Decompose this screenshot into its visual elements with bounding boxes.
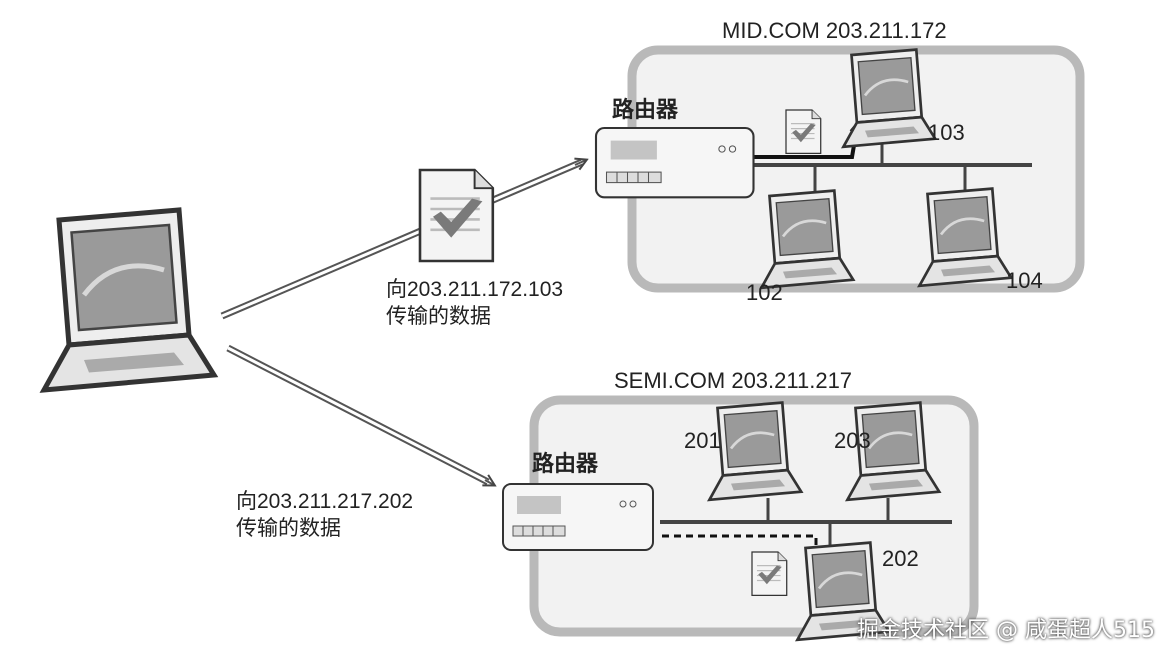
mid-host-104-label: 104 <box>1006 268 1043 293</box>
data-packet-icon <box>418 168 495 263</box>
mid-host-102-label: 102 <box>746 280 783 305</box>
watermark: 掘金技术社区 @ 咸蛋超人515 <box>857 618 1155 643</box>
packet-to-mid-label: 向203.211.172.103 传输的数据 <box>386 276 563 330</box>
packet-to-mid-line2: 传输的数据 <box>386 305 491 328</box>
mid-network-title: MID.COM 203.211.172 <box>722 18 947 43</box>
semi-router-label: 路由器 <box>532 451 599 476</box>
semi-host-202-label: 202 <box>882 546 919 571</box>
data-packet-icon <box>751 551 788 597</box>
semi-network-title: SEMI.COM 203.211.217 <box>614 368 853 393</box>
packet-to-semi-line1: 向203.211.217.202 <box>236 490 414 513</box>
semi-router-icon <box>502 483 654 551</box>
mid-host-103-label: 103 <box>928 120 965 145</box>
semi-host-201-label: 201 <box>684 428 721 453</box>
data-packet-icon <box>785 109 822 155</box>
mid-router-label: 路由器 <box>612 97 679 122</box>
sender-laptop-icon <box>44 210 214 390</box>
packet-to-semi-line2: 传输的数据 <box>236 517 341 540</box>
arrow-to-semi-router <box>226 344 494 485</box>
semi-host-203-label: 203 <box>834 428 871 453</box>
arrow-to-mid-router <box>220 160 586 320</box>
mid-router-icon <box>594 126 755 199</box>
packet-to-semi-label: 向203.211.217.202 传输的数据 <box>236 488 413 542</box>
packet-to-mid-line1: 向203.211.172.103 <box>386 278 564 301</box>
